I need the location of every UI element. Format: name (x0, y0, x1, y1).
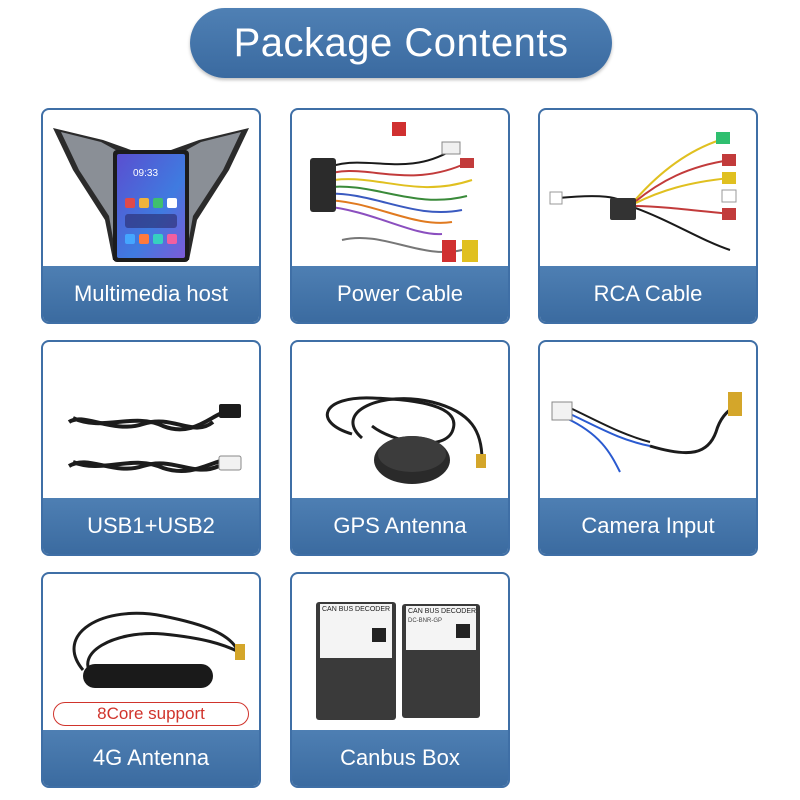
power-cable-icon (292, 110, 508, 268)
item-label: 4G Antenna (43, 730, 259, 786)
item-label: GPS Antenna (292, 498, 508, 554)
item-label: Power Cable (292, 266, 508, 322)
item-card-usb: USB1+USB2 (41, 340, 261, 556)
camera-input-cable-icon (540, 342, 756, 500)
item-card-multimedia-host: 09:33 Multimedia host (41, 108, 261, 324)
screen-time: 09:33 (133, 168, 159, 179)
item-card-camera-input: Camera Input (538, 340, 758, 556)
4g-antenna-icon: 8Core support (43, 574, 259, 732)
item-card-canbus-box: CAN BUS DECODER CAN BUS DECODER DC-BNR-G… (290, 572, 510, 788)
8core-support-badge: 8Core support (53, 702, 249, 726)
item-card-gps-antenna: GPS Antenna (290, 340, 510, 556)
item-label: Camera Input (540, 498, 756, 554)
item-label: Canbus Box (292, 730, 508, 786)
item-label: RCA Cable (540, 266, 756, 322)
item-label: USB1+USB2 (43, 498, 259, 554)
canbus-right-title: CAN BUS DECODER (408, 608, 477, 615)
item-label: Multimedia host (43, 266, 259, 322)
usb-cables-icon (43, 342, 259, 500)
multimedia-head-unit-icon: 09:33 (43, 110, 259, 268)
canbus-left-title: CAN BUS DECODER (322, 606, 391, 613)
gps-antenna-icon (292, 342, 508, 500)
canbus-box-icon: CAN BUS DECODER CAN BUS DECODER DC-BNR-G… (292, 574, 508, 732)
page-title: Package Contents (233, 20, 569, 65)
canbus-right-model: DC-BNR-GP (408, 618, 442, 624)
item-card-power-cable: Power Cable (290, 108, 510, 324)
rca-cable-icon (540, 110, 756, 268)
title-banner: Package Contents (190, 8, 612, 78)
item-card-4g-antenna: 8Core support 4G Antenna (41, 572, 261, 788)
item-card-rca-cable: RCA Cable (538, 108, 758, 324)
